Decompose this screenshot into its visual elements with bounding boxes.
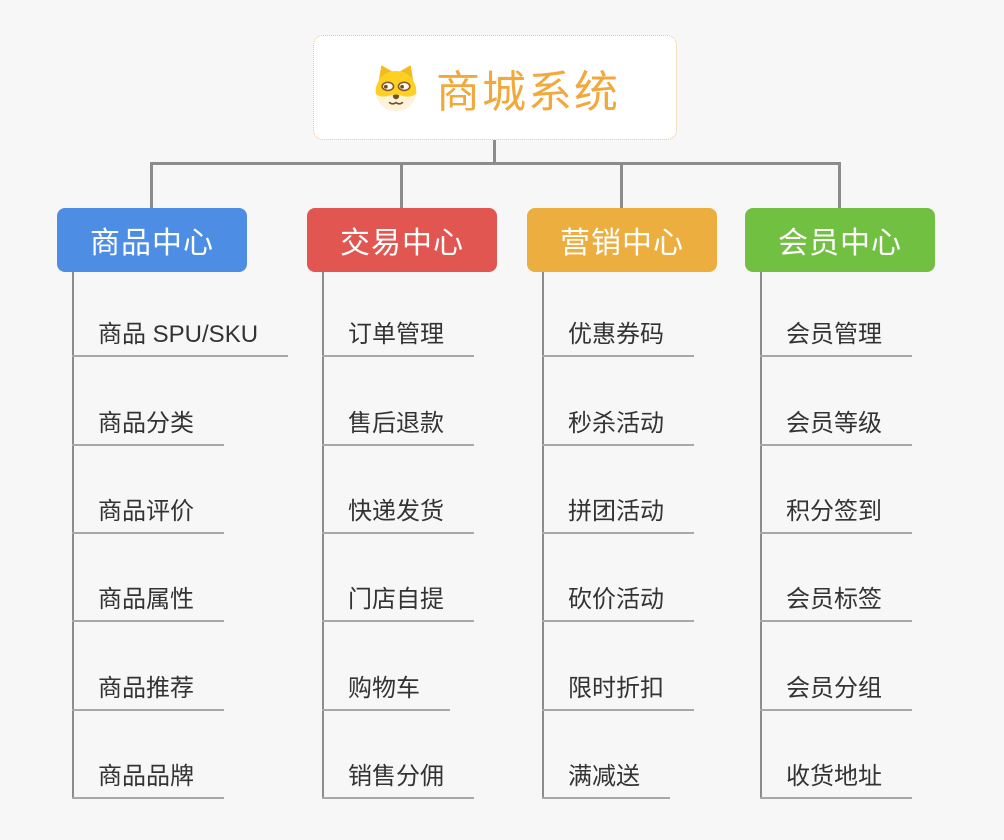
branch-column-trade-center: 订单管理 售后退款 快递发货 门店自提 购物车 销售分佣 <box>322 272 572 804</box>
branch-item[interactable]: 售后退款 <box>322 409 474 446</box>
branch-item[interactable]: 收货地址 <box>760 762 912 799</box>
connector-drop-member <box>838 162 841 208</box>
branch-item[interactable]: 订单管理 <box>322 320 474 357</box>
connector-drop-trade <box>400 162 403 208</box>
branch-item[interactable]: 优惠券码 <box>542 320 694 357</box>
branch-item[interactable]: 秒杀活动 <box>542 409 694 446</box>
branch-column-product-center: 商品 SPU/SKU 商品分类 商品评价 商品属性 商品推荐 商品品牌 <box>72 272 322 804</box>
branch-header-marketing-center[interactable]: 营销中心 <box>527 208 717 272</box>
branch-item[interactable]: 商品 SPU/SKU <box>72 320 289 357</box>
branch-item[interactable]: 积分签到 <box>760 497 912 534</box>
branch-item[interactable]: 销售分佣 <box>322 762 474 799</box>
branch-item[interactable]: 满减送 <box>542 762 670 799</box>
branch-header-member-center[interactable]: 会员中心 <box>745 208 935 272</box>
branch-item[interactable]: 拼团活动 <box>542 497 694 534</box>
branch-column-member-center: 会员管理 会员等级 积分签到 会员标签 会员分组 收货地址 <box>760 272 1004 804</box>
branch-item[interactable]: 商品品牌 <box>72 762 224 799</box>
dog-face-icon <box>370 62 422 114</box>
branch-item[interactable]: 购物车 <box>322 674 450 711</box>
connector-root-stem <box>493 140 496 163</box>
connector-drop-marketing <box>620 162 623 208</box>
branch-item[interactable]: 商品分类 <box>72 409 224 446</box>
connector-drop-product <box>150 162 153 208</box>
branch-item[interactable]: 会员分组 <box>760 674 912 711</box>
branch-item[interactable]: 快递发货 <box>322 497 474 534</box>
root-title: 商城系统 <box>436 67 620 117</box>
branch-item[interactable]: 商品属性 <box>72 585 224 622</box>
connector-branch-rail <box>150 162 840 165</box>
branch-item[interactable]: 会员标签 <box>760 585 912 622</box>
root-node[interactable]: 商城系统 <box>313 35 677 140</box>
branch-item[interactable]: 会员管理 <box>760 320 912 357</box>
branch-column-marketing-center: 优惠券码 秒杀活动 拼团活动 砍价活动 限时折扣 满减送 <box>542 272 792 804</box>
branch-item[interactable]: 砍价活动 <box>542 585 694 622</box>
branch-item[interactable]: 会员等级 <box>760 409 912 446</box>
branch-item[interactable]: 商品评价 <box>72 497 224 534</box>
branch-item[interactable]: 商品推荐 <box>72 674 224 711</box>
branch-header-trade-center[interactable]: 交易中心 <box>307 208 497 272</box>
branch-item[interactable]: 限时折扣 <box>542 674 694 711</box>
branch-header-product-center[interactable]: 商品中心 <box>57 208 247 272</box>
branch-item[interactable]: 门店自提 <box>322 585 474 622</box>
